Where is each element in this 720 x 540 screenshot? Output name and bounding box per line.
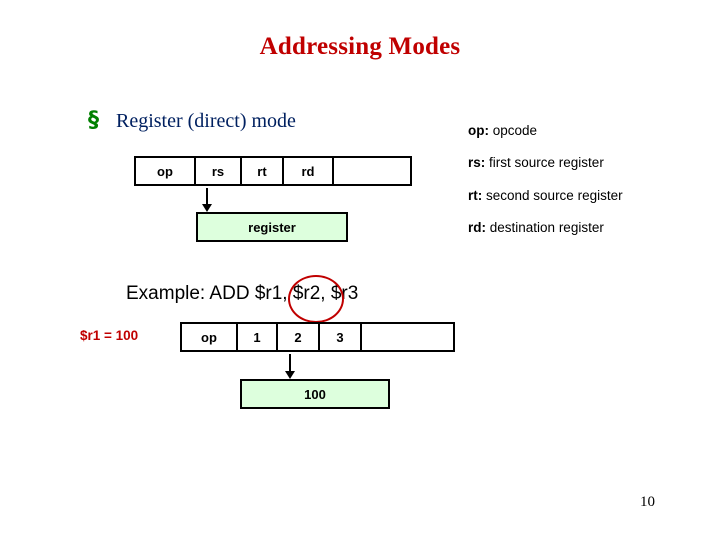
- example-field-unused: [362, 324, 453, 350]
- bullet-marker-icon: §: [88, 108, 99, 133]
- register-result-box: register: [196, 212, 348, 242]
- legend-item-rs: rs: first source register: [468, 155, 604, 170]
- highlight-ellipse-annotation: [288, 275, 344, 323]
- page-number: 10: [640, 494, 655, 510]
- legend-item-rt: rt: second source register: [468, 188, 623, 203]
- field-rd: rd: [284, 158, 334, 184]
- legend-desc-rd: destination register: [489, 220, 604, 235]
- field-op: op: [136, 158, 196, 184]
- example-field-rt: 2: [278, 324, 320, 350]
- instruction-fields-example: op 1 2 3: [180, 322, 455, 352]
- field-unused: [334, 158, 410, 184]
- instruction-fields-generic: op rs rt rd: [134, 156, 412, 186]
- bullet-text: Register (direct) mode: [116, 110, 296, 132]
- legend-desc-rt: second source register: [486, 188, 623, 203]
- legend-desc-rs: first source register: [489, 155, 604, 170]
- page-title: Addressing Modes: [259, 33, 461, 60]
- legend-item-rd: rd: destination register: [468, 220, 604, 235]
- legend-desc-op: opcode: [492, 123, 538, 138]
- legend-key-rt: rt:: [468, 188, 483, 203]
- legend-key-op: op:: [468, 123, 489, 138]
- example-field-op: op: [182, 324, 238, 350]
- legend-key-rd: rd:: [468, 220, 486, 235]
- example-field-rs: 1: [238, 324, 278, 350]
- legend-key-rs: rs:: [468, 155, 486, 170]
- register-value-label: $r1 = 100: [80, 328, 139, 343]
- legend-item-op: op: opcode: [468, 123, 537, 138]
- example-field-rd: 3: [320, 324, 362, 350]
- value-result-box: 100: [240, 379, 390, 409]
- field-rt: rt: [242, 158, 284, 184]
- field-rs: rs: [196, 158, 242, 184]
